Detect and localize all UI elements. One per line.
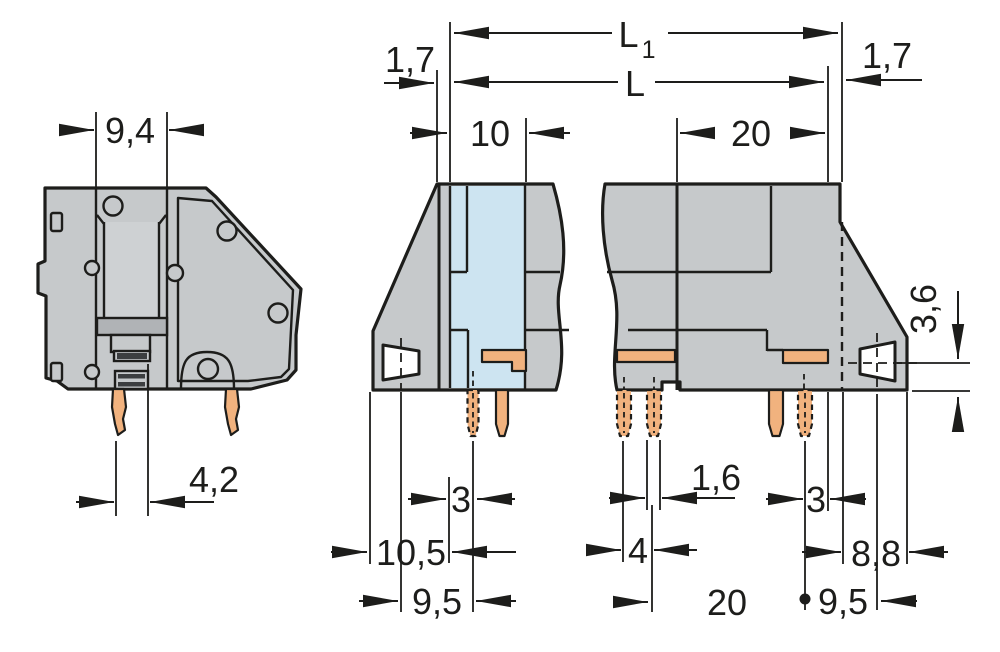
dim-end-pin-to-edge: 3	[766, 392, 866, 610]
back-plate-contour	[176, 196, 295, 383]
dim-label: L	[625, 63, 645, 104]
bus-bar	[615, 348, 677, 364]
dim-side-clamp-width: 9,4	[59, 110, 204, 189]
foot-crosshair	[848, 333, 918, 392]
latch-slot	[49, 361, 64, 383]
side-view	[36, 186, 303, 437]
mounting-foot-hole	[381, 343, 421, 382]
dim-right-end-offset: 1,7	[846, 35, 922, 87]
dim-pole-width: 10	[410, 113, 570, 182]
clamp-block	[109, 333, 152, 354]
clamp-cage-walls	[94, 189, 169, 389]
bus-bar	[480, 348, 528, 373]
clamp-spring-bar	[95, 316, 169, 337]
dim-label: 9,4	[105, 110, 155, 151]
dim-pin-group-pitch: 20	[613, 582, 811, 623]
pin-exit-slot-lower	[118, 382, 145, 387]
bus-bar	[781, 348, 830, 365]
latch-slot	[49, 211, 64, 233]
dim-first-pole-foot-to-pin: 9,5	[359, 392, 516, 622]
dim-length-l: L	[454, 63, 829, 182]
dim-pin-pair-pitch: 4	[586, 441, 697, 612]
solder-pin	[494, 388, 510, 438]
rivet-hole	[102, 195, 124, 217]
solder-pin	[223, 387, 241, 437]
dim-label: 8,8	[851, 533, 901, 574]
dim-end-group-width: 20	[676, 113, 825, 182]
clamp-cage-opening	[104, 222, 159, 318]
dim-label: 20	[707, 582, 747, 623]
solder-pin	[110, 387, 128, 437]
solder-pin	[767, 388, 785, 438]
dim-label: 10,5	[376, 532, 446, 573]
dim-label: 1,7	[385, 39, 435, 80]
dim-label: 4,2	[189, 459, 239, 500]
first-pole-internal-edges	[448, 184, 569, 390]
side-view-housing	[36, 186, 303, 391]
dim-label: 3,6	[903, 284, 944, 334]
end-poles-housing	[601, 182, 909, 392]
dim-label: 4	[628, 530, 648, 571]
hidden-pin-stub	[623, 374, 805, 389]
wire-slot	[117, 353, 147, 359]
dim-label: 3	[806, 479, 826, 520]
dim-left-end-offset: 1,7	[384, 39, 438, 182]
front-view-first-pole	[371, 182, 569, 438]
dim-label: 9,5	[818, 581, 868, 622]
rivet-hole	[83, 259, 101, 277]
rivet-hole	[267, 302, 289, 324]
dim-first-pole-edge-to-foot: 10,5	[331, 392, 516, 573]
dim-side-pin-offset: 4,2	[76, 364, 239, 516]
dim-label: 1,7	[862, 35, 912, 76]
end-poles-internal-edges	[607, 186, 783, 352]
rivet-hole	[83, 363, 101, 381]
dim-side-hole-height: 3,6	[897, 284, 970, 432]
dim-label: 10	[470, 113, 510, 154]
dim-edge-to-ref: 8,8	[802, 392, 948, 574]
rivet-hole	[165, 263, 185, 283]
dim-label: 20	[731, 113, 771, 154]
rivet-hole	[196, 357, 220, 381]
rivet-hole	[216, 220, 238, 242]
dim-first-pole-edge-to-pin: 3	[408, 441, 515, 612]
dim-pin-width: 1,6	[609, 440, 741, 510]
dim-label: 3	[451, 479, 471, 520]
dim-label: 1,6	[691, 457, 741, 498]
front-view-end-poles	[601, 182, 918, 438]
dim-label: 9,5	[412, 581, 462, 622]
mounting-foot-hole	[858, 340, 897, 383]
pin-cavity-arch	[179, 350, 236, 390]
dim-end-pin-to-foot: 9,5	[818, 394, 917, 622]
pin-exit-slot-upper	[118, 374, 145, 379]
